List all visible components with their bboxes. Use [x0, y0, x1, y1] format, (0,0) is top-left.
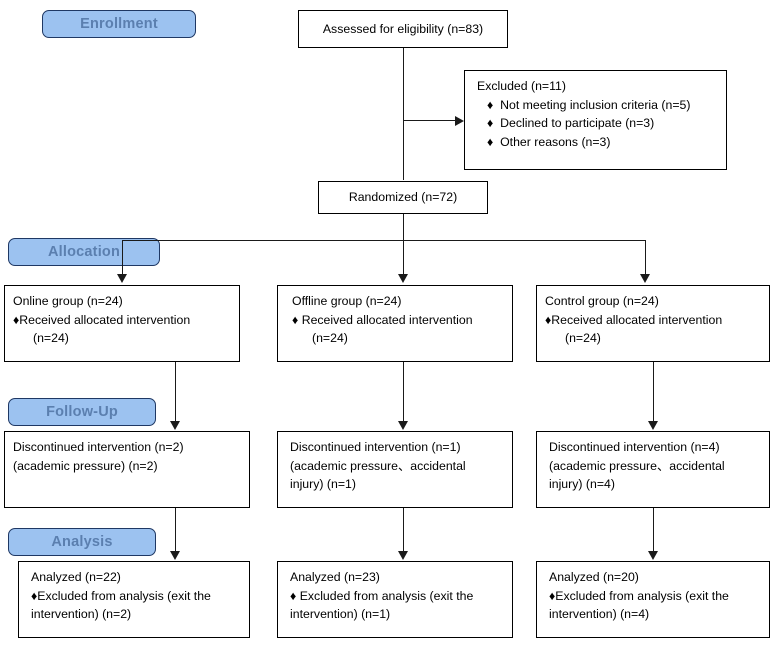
analysis-control-line3: intervention) (n=4) [549, 607, 650, 622]
box-followup-control: Discontinued intervention (n=4) (academi… [536, 431, 770, 508]
box-followup-offline: Discontinued intervention (n=1) (academi… [277, 431, 513, 508]
allocation-online-count: (n=24) [33, 331, 69, 346]
connector-bus-to-online [122, 240, 123, 278]
followup-online-line2: (academic pressure) (n=2) [13, 458, 158, 473]
followup-control-line1: Discontinued intervention (n=4) [549, 440, 720, 454]
randomized-text: Randomized (n=72) [348, 190, 458, 205]
stage-label-allocation: Allocation [8, 238, 160, 266]
allocation-online-bullet: ♦Received allocated intervention [13, 312, 191, 327]
connector-assessed-to-randomized [403, 48, 404, 180]
stage-label-allocation-text: Allocation [47, 244, 121, 260]
stage-label-followup-text: Follow-Up [46, 404, 118, 420]
connector-offline-to-followup [403, 362, 404, 425]
box-analysis-online: Analyzed (n=22) ♦Excluded from analysis … [18, 561, 250, 638]
box-followup-online: Discontinued intervention (n=2) (academi… [4, 431, 250, 508]
assessed-for-eligibility-text: Assessed for eligibility (n=83) [322, 21, 484, 36]
analysis-online-line2: ♦Excluded from analysis (exit the [31, 588, 211, 603]
box-assessed-for-eligibility: Assessed for eligibility (n=83) [298, 10, 508, 48]
connector-online-to-analysis [175, 508, 176, 555]
followup-offline-line1: Discontinued intervention (n=1) [290, 440, 461, 454]
arrow-down-icon-to-online [117, 274, 127, 283]
excluded-item-3: ♦ Other reasons (n=3) [487, 135, 611, 150]
excluded-item-1: ♦ Not meeting inclusion criteria (n=5) [487, 97, 691, 112]
analysis-online-line3: intervention) (n=2) [31, 607, 132, 622]
allocation-control-count: (n=24) [565, 331, 601, 346]
allocation-control-bullet: ♦Received allocated intervention [545, 312, 723, 327]
followup-control-line2: (academic pressure、accidental [549, 458, 725, 473]
box-randomized: Randomized (n=72) [318, 181, 488, 214]
box-excluded: Excluded (n=11) ♦ Not meeting inclusion … [464, 70, 727, 170]
arrow-down-icon-online-followup [170, 421, 180, 430]
allocation-online-title: Online group (n=24) [13, 294, 123, 308]
box-analysis-offline: Analyzed (n=23) ♦ Excluded from analysis… [277, 561, 513, 638]
stage-label-enrollment-text: Enrollment [80, 16, 158, 32]
connector-control-to-followup [653, 362, 654, 425]
connector-bus-to-control [645, 240, 646, 278]
analysis-offline-line1: Analyzed (n=23) [290, 570, 380, 584]
allocation-offline-count: (n=24) [312, 331, 348, 346]
box-allocation-control: Control group (n=24) ♦Received allocated… [536, 285, 770, 362]
box-allocation-offline: Offline group (n=24) ♦ Received allocate… [277, 285, 513, 362]
analysis-control-line2: ♦Excluded from analysis (exit the [549, 588, 729, 603]
connector-allocation-bus [122, 240, 646, 241]
analysis-offline-line3: intervention) (n=1) [290, 607, 391, 622]
stage-label-analysis-text: Analysis [51, 534, 113, 550]
connector-offline-to-analysis [403, 508, 404, 555]
connector-bus-to-offline [403, 240, 404, 278]
stage-label-followup: Follow-Up [8, 398, 156, 426]
arrow-down-icon-control-analysis [648, 551, 658, 560]
arrow-down-icon-to-offline [398, 274, 408, 283]
arrow-right-icon-to-excluded [455, 115, 464, 126]
allocation-control-title: Control group (n=24) [545, 294, 659, 308]
followup-online-line1: Discontinued intervention (n=2) [13, 440, 184, 454]
allocation-offline-bullet: ♦ Received allocated intervention [292, 312, 473, 327]
followup-control-line3: injury) (n=4) [549, 477, 615, 492]
arrow-down-icon-online-analysis [170, 551, 180, 560]
arrow-down-icon-control-followup [648, 421, 658, 430]
arrow-down-icon-offline-analysis [398, 551, 408, 560]
arrow-down-icon-to-control [640, 274, 650, 283]
stage-label-enrollment: Enrollment [42, 10, 196, 38]
connector-randomized-stem [403, 214, 404, 240]
analysis-online-line1: Analyzed (n=22) [31, 570, 121, 584]
analysis-offline-line2: ♦ Excluded from analysis (exit the [290, 588, 474, 603]
connector-assessed-to-excluded [403, 120, 456, 121]
excluded-item-2: ♦ Declined to participate (n=3) [487, 116, 655, 131]
connector-online-to-followup [175, 362, 176, 425]
excluded-title: Excluded (n=11) [477, 79, 566, 93]
analysis-control-line1: Analyzed (n=20) [549, 570, 639, 584]
followup-offline-line2: (academic pressure、accidental [290, 458, 466, 473]
box-allocation-online: Online group (n=24) ♦Received allocated … [4, 285, 240, 362]
arrow-down-icon-offline-followup [398, 421, 408, 430]
followup-offline-line3: injury) (n=1) [290, 477, 356, 492]
connector-control-to-analysis [653, 508, 654, 555]
stage-label-analysis: Analysis [8, 528, 156, 556]
box-analysis-control: Analyzed (n=20) ♦Excluded from analysis … [536, 561, 770, 638]
allocation-offline-title: Offline group (n=24) [292, 294, 402, 308]
